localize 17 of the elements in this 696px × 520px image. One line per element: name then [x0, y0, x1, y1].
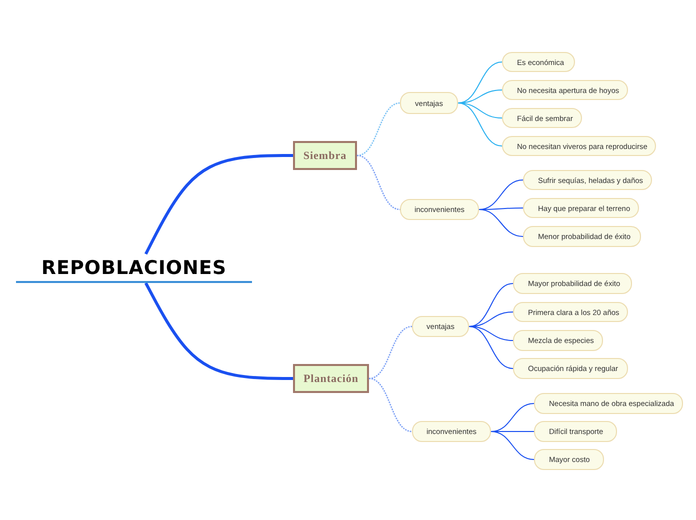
connector-line [490, 431, 534, 460]
connector-line [458, 102, 502, 146]
topic-box: Plantación [293, 364, 369, 393]
connector-line [368, 378, 412, 432]
connector-line [144, 154, 293, 255]
connector-line [144, 282, 293, 380]
connector-line [458, 62, 502, 104]
topic-box: Siembra [293, 141, 357, 170]
connector-line [356, 102, 400, 156]
central-topic: REPOBLACIONES [16, 254, 252, 283]
connector-line [458, 102, 502, 118]
connector-line [368, 326, 412, 380]
connector-line [468, 326, 514, 341]
connector-line [356, 154, 400, 210]
connector-line [468, 326, 514, 369]
connector-line [468, 283, 514, 327]
connector-line [478, 209, 524, 237]
